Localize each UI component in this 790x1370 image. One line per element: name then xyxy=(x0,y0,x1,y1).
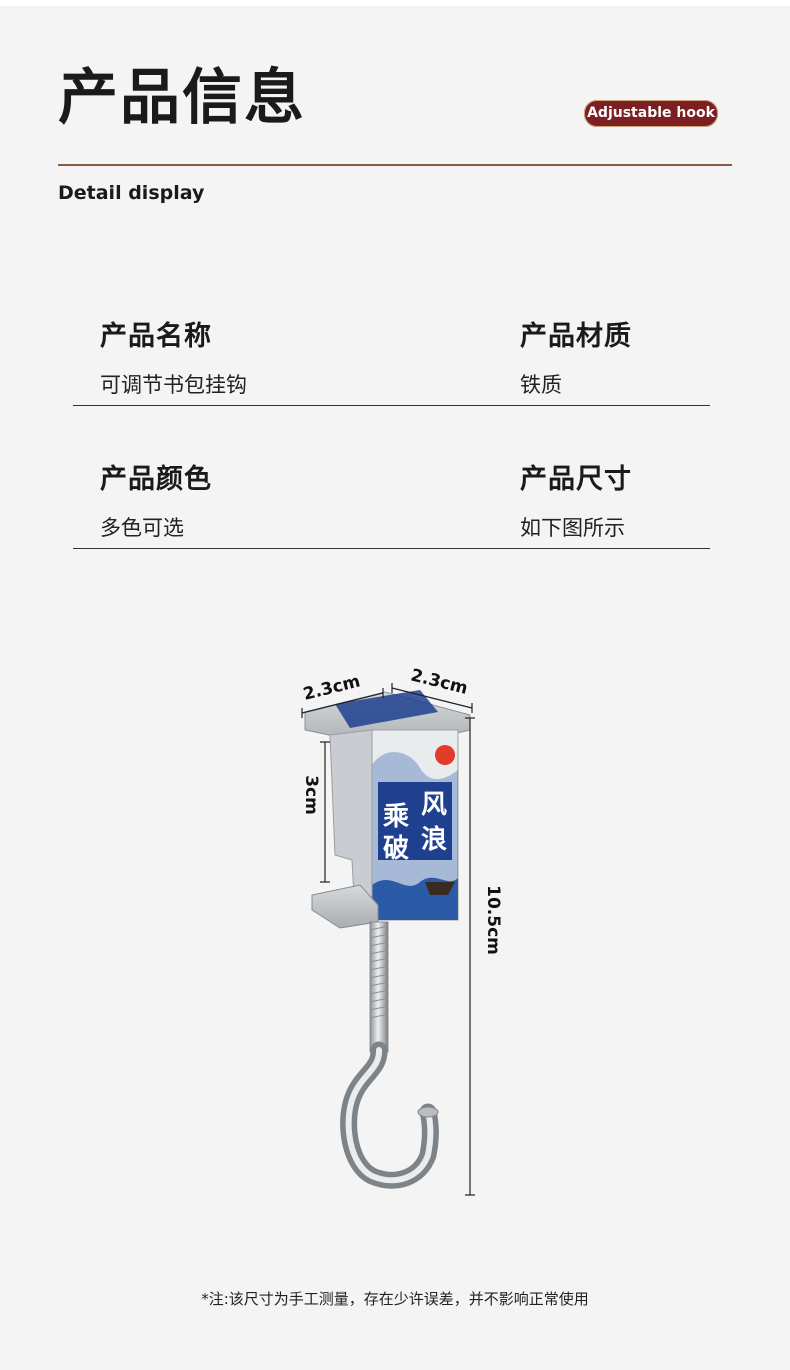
spec-color: 产品颜色 多色可选 xyxy=(100,457,212,542)
print-char: 风 xyxy=(421,790,447,820)
hook-tip xyxy=(417,1106,439,1118)
spec-material: 产品材质 铁质 xyxy=(520,314,632,399)
spec-label: 产品颜色 xyxy=(100,464,212,495)
spec-value: 可调节书包挂钩 xyxy=(100,373,247,397)
adjustable-hook-badge: Adjustable hook xyxy=(584,100,718,127)
section-subtitle: Detail display xyxy=(58,182,205,204)
spec-name: 产品名称 可调节书包挂钩 xyxy=(100,314,247,399)
spec-label: 产品尺寸 xyxy=(520,464,632,495)
print-char: 浪 xyxy=(421,824,447,855)
print-char: 乘 xyxy=(382,802,409,832)
top-strip xyxy=(0,0,790,6)
dimension-lines xyxy=(301,683,475,1196)
spec-label: 产品材质 xyxy=(520,321,632,352)
spec-value: 如下图所示 xyxy=(520,516,625,540)
spec-value: 多色可选 xyxy=(100,516,184,540)
spec-label: 产品名称 xyxy=(100,321,212,352)
dim-clamp-height: 3cm xyxy=(301,775,321,815)
clamp-front-print: 乘 风 破 浪 xyxy=(371,729,459,921)
spec-row-divider xyxy=(73,548,710,549)
j-hook xyxy=(340,1041,439,1189)
spec-value: 铁质 xyxy=(520,373,562,397)
threaded-screw xyxy=(369,921,389,1053)
spec-size: 产品尺寸 如下图所示 xyxy=(520,457,632,542)
print-char: 破 xyxy=(383,834,409,864)
page-title: 产品信息 xyxy=(58,63,306,133)
measurement-note: *注:该尺寸为手工测量，存在少许误差，并不影响正常使用 xyxy=(201,1290,589,1308)
header-divider xyxy=(58,164,732,166)
spec-row-divider xyxy=(73,405,710,406)
dim-total-height: 10.5cm xyxy=(483,885,503,955)
product-dimension-diagram: 乘 风 破 浪 xyxy=(301,665,503,1196)
